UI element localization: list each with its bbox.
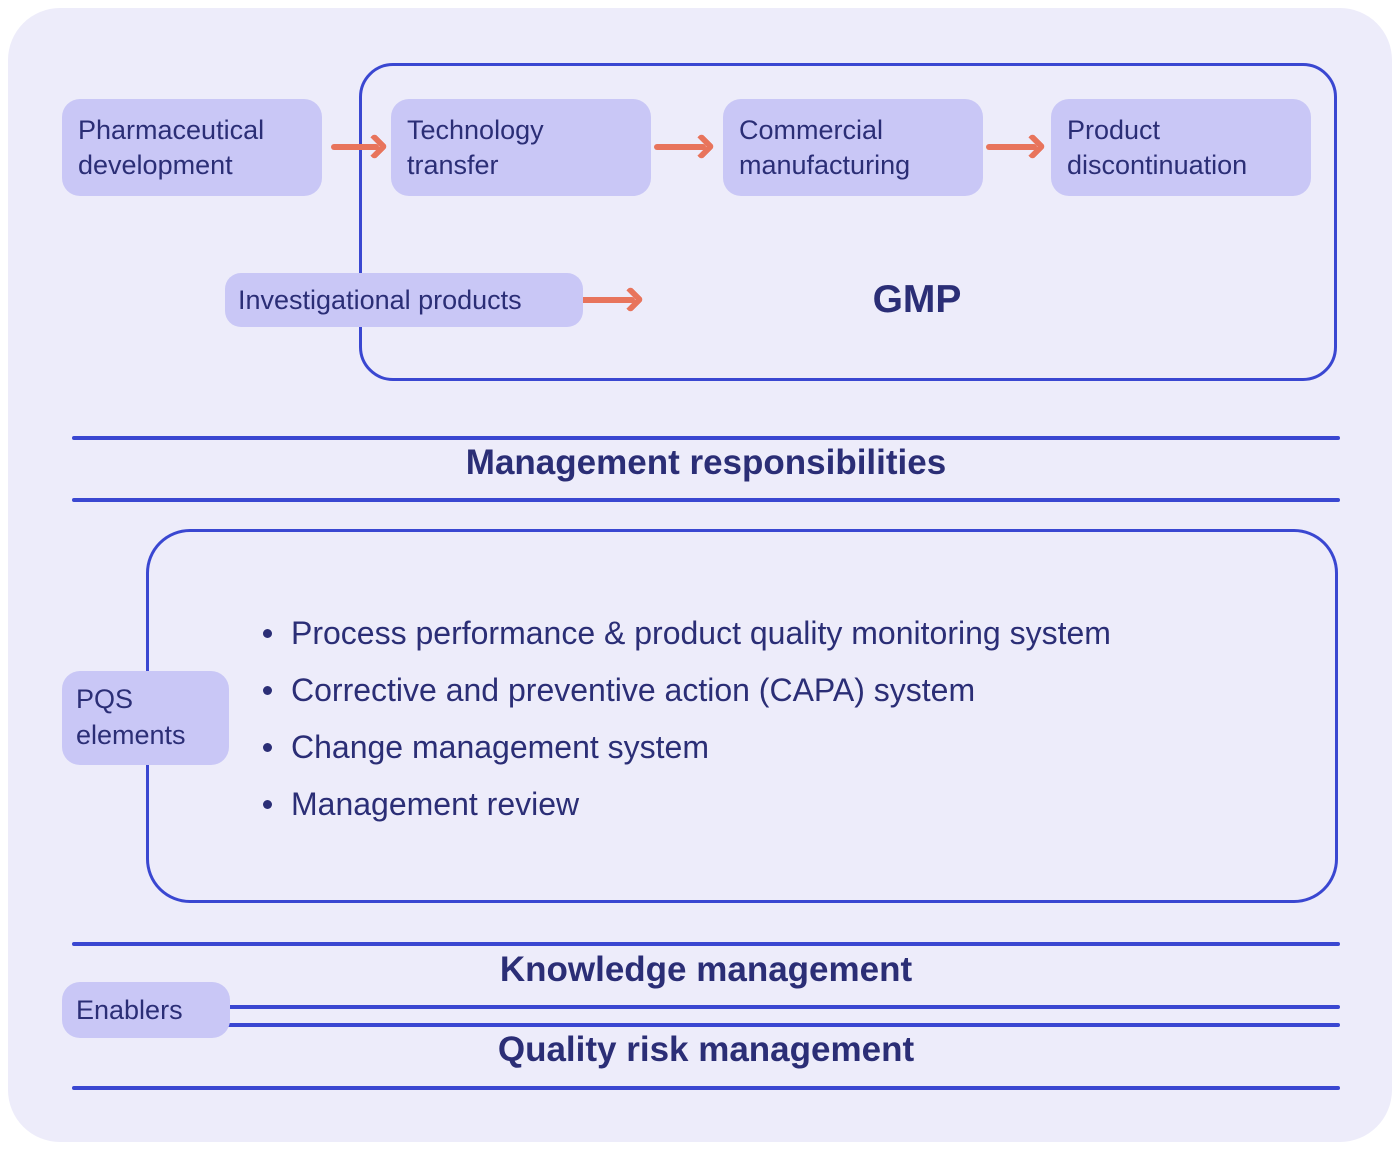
bullet-icon — [263, 629, 272, 638]
bullet-icon — [263, 743, 272, 752]
arrow-right-icon — [572, 297, 635, 303]
stage-box-pharmaceutical-development: Pharmaceutical development — [62, 99, 322, 196]
enablers-badge-label: Enablers — [76, 994, 183, 1025]
divider-line — [72, 498, 1340, 502]
list-item-label: Corrective and preventive action (CAPA) … — [291, 672, 976, 708]
bullet-icon — [263, 800, 272, 809]
management-responsibilities-title: Management responsibilities — [465, 443, 947, 482]
list-item: Change management system — [263, 719, 1111, 776]
stage-box-product-discontinuation: Product discontinuation — [1051, 99, 1311, 196]
stage-box-technology-transfer: Technology transfer — [391, 99, 651, 196]
list-item-label: Change management system — [291, 729, 709, 765]
list-item: Process performance & product quality mo… — [263, 605, 1111, 662]
arrow-right-icon — [331, 144, 379, 150]
bullet-icon — [263, 686, 272, 695]
divider-line — [72, 436, 1340, 440]
pqs-elements-badge: PQS elements — [62, 671, 229, 765]
stage-box-commercial-manufacturing: Commercial manufacturing — [723, 99, 983, 196]
stage-label: Technology transfer — [407, 115, 544, 180]
list-item-label: Management review — [291, 786, 580, 822]
gmp-label: GMP — [872, 278, 962, 321]
arrow-right-icon — [986, 144, 1037, 150]
arrow-right-icon — [654, 144, 706, 150]
stage-label: Commercial manufacturing — [739, 115, 911, 180]
divider-line — [72, 942, 1340, 946]
stage-label: Product discontinuation — [1067, 115, 1248, 180]
list-item: Management review — [263, 776, 1111, 833]
gmp-container-outline — [359, 63, 1337, 381]
divider-line — [72, 1023, 1340, 1027]
quality-risk-management-title: Quality risk management — [497, 1030, 915, 1069]
divider-line — [72, 1086, 1340, 1090]
list-item-label: Process performance & product quality mo… — [291, 615, 1111, 651]
pqs-elements-badge-label: PQS elements — [76, 684, 186, 750]
investigational-products-label: Investigational products — [238, 284, 522, 315]
pqs-elements-list: Process performance & product quality mo… — [263, 605, 1111, 833]
investigational-products-box: Investigational products — [225, 273, 583, 327]
knowledge-management-title: Knowledge management — [499, 950, 913, 989]
divider-line — [72, 1005, 1340, 1009]
stage-label: Pharmaceutical development — [78, 115, 265, 180]
enablers-badge: Enablers — [62, 982, 230, 1038]
page-background — [8, 8, 1392, 1142]
list-item: Corrective and preventive action (CAPA) … — [263, 662, 1111, 719]
